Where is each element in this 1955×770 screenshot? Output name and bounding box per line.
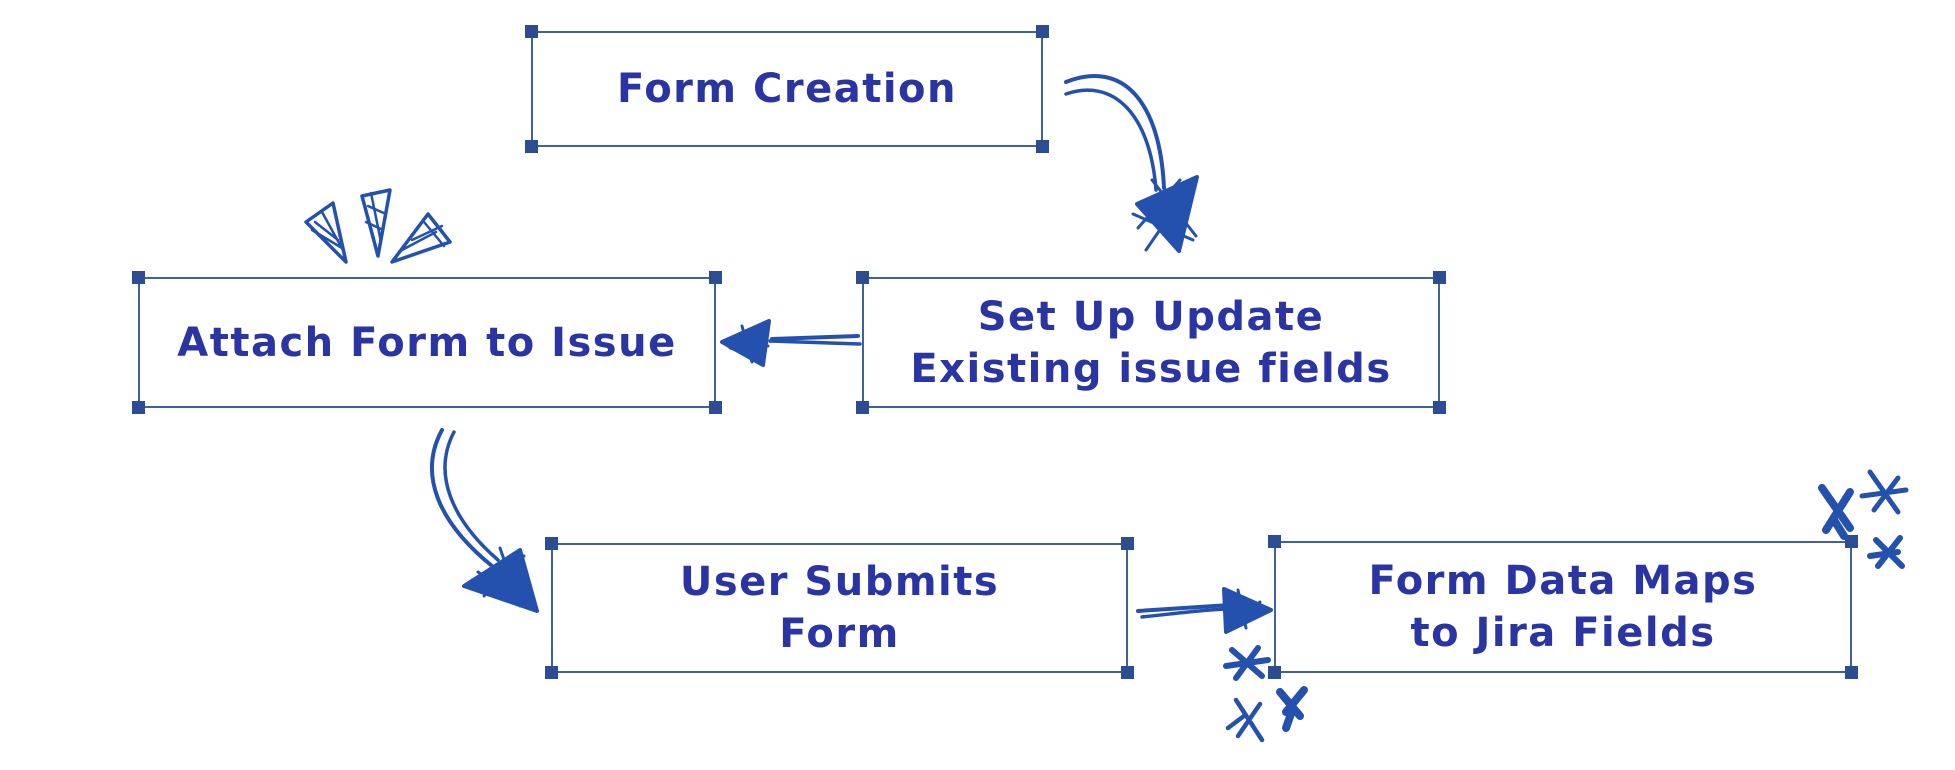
emphasis-rays-icon[interactable] [304, 188, 452, 264]
selection-handle[interactable] [545, 666, 558, 679]
node-user-submits[interactable]: User Submits Form [545, 537, 1134, 679]
selection-handle[interactable] [132, 401, 145, 414]
selection-handle[interactable] [1036, 140, 1049, 153]
selection-handle[interactable] [525, 25, 538, 38]
arrow-form-creation-to-setup-update-icon[interactable] [1064, 74, 1199, 253]
asterisk-doodle[interactable] [1276, 686, 1308, 732]
selection-handle[interactable] [1121, 666, 1134, 679]
node-setup-update[interactable]: Set Up Update Existing issue fields [856, 271, 1446, 414]
arrow-user-submits-to-form-data-maps-icon[interactable] [1136, 587, 1273, 634]
selection-handle[interactable] [856, 401, 869, 414]
node-label-attach-form: Attach Form to Issue [177, 319, 677, 366]
asterisk-doodle[interactable] [1867, 535, 1905, 569]
asterisk-doodle[interactable] [1859, 469, 1909, 515]
selection-handle[interactable] [545, 537, 558, 550]
selection-handle[interactable] [525, 140, 538, 153]
selection-handle[interactable] [1845, 535, 1858, 548]
selection-handle[interactable] [709, 401, 722, 414]
node-label-form-data-maps: Form Data Maps to Jira Fields [1368, 558, 1758, 656]
selection-handle[interactable] [1433, 401, 1446, 414]
selection-handle[interactable] [1845, 666, 1858, 679]
selection-handle[interactable] [1121, 537, 1134, 550]
asterisk-doodle[interactable] [1225, 697, 1265, 743]
asterisk-doodle[interactable] [1223, 645, 1271, 681]
node-label-setup-update: Set Up Update Existing issue fields [910, 293, 1392, 392]
node-attach-form[interactable]: Attach Form to Issue [132, 271, 722, 414]
node-form-data-maps[interactable]: Form Data Maps to Jira Fields [1268, 535, 1858, 679]
selection-handle[interactable] [1036, 25, 1049, 38]
selection-handle[interactable] [1268, 535, 1281, 548]
arrow-attach-form-to-user-submits-icon[interactable] [429, 428, 539, 613]
node-label-user-submits: User Submits Form [679, 559, 1000, 657]
selection-handle[interactable] [132, 271, 145, 284]
node-label-form-creation: Form Creation [616, 66, 957, 112]
selection-handle[interactable] [1433, 271, 1446, 284]
selection-handle[interactable] [709, 271, 722, 284]
arrow-setup-update-to-attach-form-icon[interactable] [720, 319, 862, 367]
selection-handle[interactable] [856, 271, 869, 284]
asterisk-doodle[interactable] [1818, 484, 1854, 540]
selection-handle[interactable] [1268, 666, 1281, 679]
node-form-creation[interactable]: Form Creation [525, 25, 1049, 153]
